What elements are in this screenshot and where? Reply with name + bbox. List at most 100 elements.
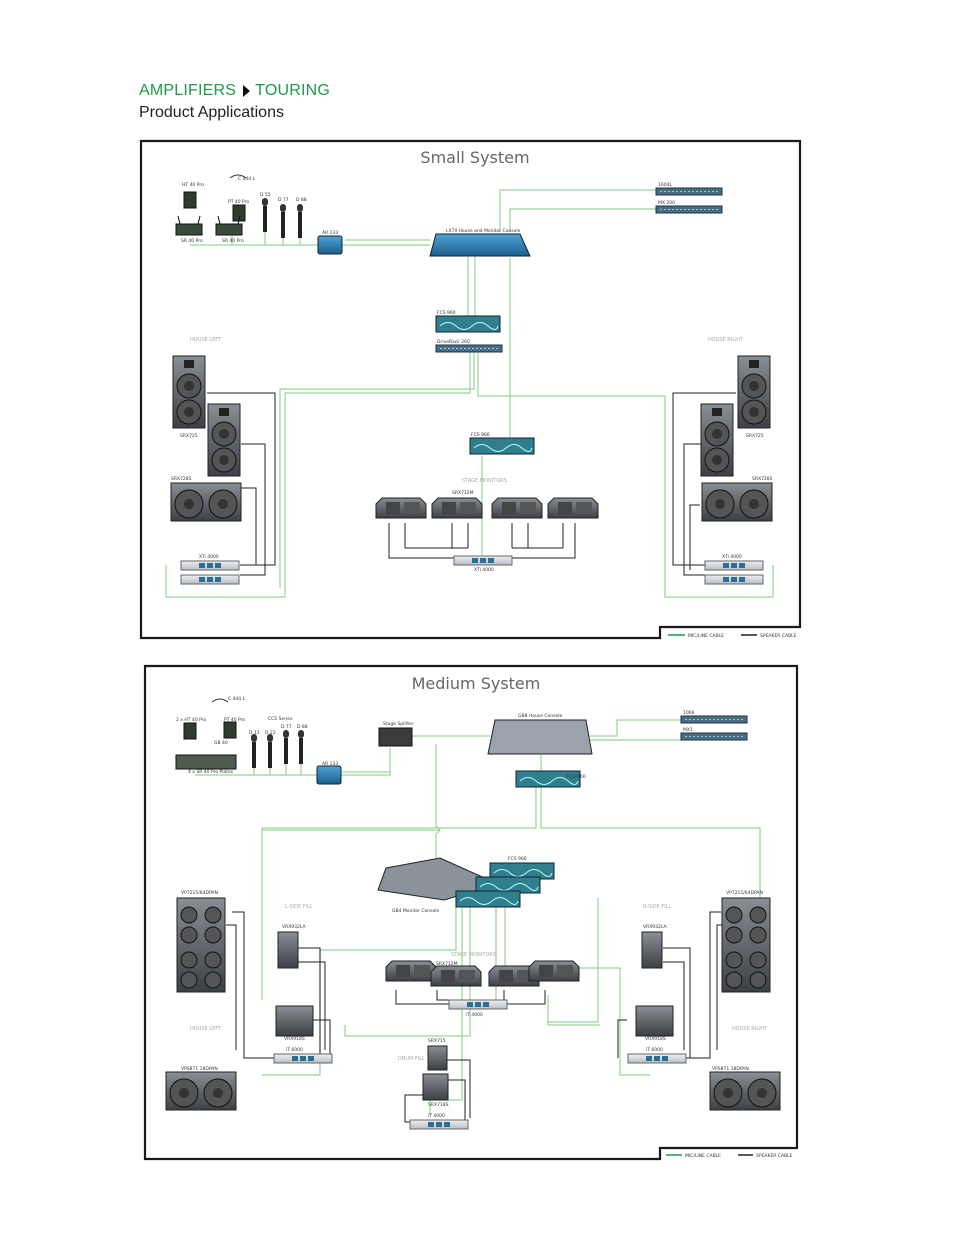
medium-mic-cables	[195, 719, 761, 1115]
medium-right-sub-icon	[709, 1071, 781, 1111]
medium-system-panel: Medium System	[143, 664, 799, 1161]
small-center-amp-icon	[453, 555, 513, 566]
medium-label-c444: C 444 L	[228, 696, 246, 702]
small-system-panel: Small System HT 40 Pro C 444 L PT 40 Pro	[139, 139, 802, 640]
small-label-driverack: DriveRack 260	[437, 339, 470, 345]
medium-label-vps-left: VPS871 18DPAN	[181, 1066, 218, 1072]
small-legend-speaker: SPEAKER CABLE	[760, 633, 797, 639]
small-label-console: LX7II House and Monitor Console	[446, 228, 521, 234]
small-label-mx200: MX 200	[658, 200, 675, 206]
medium-label-it6000-left: iT 6000	[286, 1047, 303, 1053]
medium-label-it4000b: iT 4000	[428, 1113, 445, 1119]
small-left-amp-2-icon	[180, 574, 240, 585]
small-label-c444: C 444 L	[238, 176, 256, 182]
breadcrumb-page[interactable]: TOURING	[255, 82, 331, 99]
small-monitor-wedge-4-icon	[547, 497, 599, 519]
small-left-amp-1-icon	[180, 560, 240, 571]
medium-label-it4000a: iT 4000	[466, 1012, 483, 1018]
medium-monitor-eq-3-icon	[455, 890, 521, 908]
small-right-amp-2-icon	[704, 574, 764, 585]
small-mixing-console-icon	[429, 233, 531, 257]
page-header: AMPLIFIERS TOURING Product Applications	[139, 82, 330, 122]
small-label-xti-center: XTi 4000	[474, 567, 494, 573]
medium-label-it6000-right: iT 6000	[646, 1047, 663, 1053]
medium-legend-speaker: SPEAKER CABLE	[756, 1153, 793, 1159]
medium-label-d22: D 22	[265, 730, 276, 736]
medium-label-house-left: HOUSE LEFT	[190, 1026, 222, 1032]
medium-label-sr40: 4 x SR 40 Pro Plates	[188, 769, 234, 775]
medium-label-stage-monitors: STAGE MONITORS	[451, 952, 496, 958]
small-fcs-eq-icon	[435, 315, 501, 333]
medium-di-box-icon	[316, 765, 342, 785]
small-monitor-wedge-2-icon	[431, 497, 483, 519]
small-monitor-eq-icon	[469, 437, 535, 455]
medium-label-console: GB8 House Console	[518, 713, 562, 719]
medium-label-d77: D 77	[281, 724, 292, 730]
small-label-d88: D 88	[296, 197, 307, 203]
small-label-stage-monitors: STAGE MONITORS	[462, 478, 507, 484]
medium-label-srx715: SRX715	[428, 1038, 446, 1044]
medium-label-rside: R-SIDE FILL	[643, 904, 671, 910]
medium-label-drum-fill: DRUM FILL	[398, 1056, 425, 1062]
small-rack-unit-1-icon	[655, 187, 723, 196]
small-headset-icon	[229, 174, 247, 179]
medium-right-sidefill-amp-icon	[627, 1053, 687, 1064]
small-label-d55: D 55	[260, 192, 271, 198]
medium-label-splitter: Stage Splitter	[383, 721, 414, 727]
medium-label-house-right: HOUSE RIGHT	[732, 1026, 768, 1032]
medium-label-ar133: AR 133	[322, 761, 338, 767]
medium-label-vrx-right: VRX932LA	[643, 924, 667, 930]
small-legend-mic: MIC/LINE CABLE	[688, 633, 724, 639]
small-label-srx712m: SRX712M	[452, 490, 474, 496]
small-right-mid-speaker-icon	[700, 403, 734, 477]
small-label-sr40a: SR 40 Pro	[181, 238, 203, 244]
medium-monitor-wedge-2-icon	[430, 965, 482, 987]
medium-monitor-amp-icon	[448, 999, 508, 1010]
medium-handheld-mic-icon	[183, 722, 197, 740]
medium-label-ccs: CCS Series	[268, 716, 293, 722]
small-label-1604: 1604L	[658, 182, 672, 188]
medium-label-vp-left: VP7215/64DPAN	[181, 890, 218, 896]
medium-right-sidefill-icon	[641, 931, 663, 969]
small-label-srx725-right: SRX725	[746, 433, 764, 439]
small-system-title: Small System	[420, 148, 529, 167]
small-label-fcs960a: FCS 960	[437, 310, 456, 316]
small-left-mid-speaker-icon	[207, 403, 241, 477]
small-label-srx728-left: SRX728S	[171, 476, 192, 482]
medium-left-sidefill-sub-icon	[275, 1005, 314, 1037]
medium-label-rack2: MX1	[683, 727, 693, 733]
page-subtitle: Product Applications	[139, 104, 284, 121]
medium-left-sidefill-icon	[277, 931, 299, 969]
small-label-srx728-right: SRX728S	[752, 476, 773, 482]
medium-house-right-array	[721, 897, 771, 993]
medium-label-d88: D 88	[297, 724, 308, 730]
medium-headset-icon	[211, 698, 229, 703]
medium-label-vps-right: VPS871 18DPAN	[712, 1066, 749, 1072]
medium-label-vrx-left: VRX932LA	[282, 924, 306, 930]
medium-monitor-wedge-4-icon	[528, 960, 580, 982]
medium-label-ht40: 2 x HT 40 Pro	[176, 717, 206, 723]
medium-left-sidefill-amp-icon	[273, 1053, 333, 1064]
small-label-ar133: AR 133	[322, 230, 338, 236]
medium-legend: MIC/LINE CABLE SPEAKER CABLE	[666, 1153, 793, 1159]
medium-drumfill-amp-icon	[409, 1119, 469, 1130]
small-monitor-wedge-1-icon	[375, 497, 427, 519]
medium-monitor-wedge-1-icon	[385, 960, 437, 982]
small-left-top-speaker-icon	[172, 355, 206, 429]
small-driverack-icon	[435, 344, 503, 353]
breadcrumb-section[interactable]: AMPLIFIERS	[139, 82, 237, 99]
medium-drumfill-sub-icon	[422, 1073, 449, 1101]
medium-label-fcs960b: FCS 966	[508, 856, 527, 862]
medium-right-sidefill-sub-icon	[635, 1005, 674, 1037]
small-label-fcs960b: FCS 966	[471, 432, 490, 438]
medium-bodypack-icon	[223, 721, 237, 739]
medium-label-vrx918-left: VRX918S	[284, 1036, 305, 1042]
medium-label-pt40: PT 40 Pro	[224, 717, 245, 723]
medium-rack-unit-1-icon	[680, 715, 748, 724]
medium-rack-unit-2-icon	[680, 732, 748, 741]
small-mic-cables	[165, 189, 774, 598]
small-label-house-right: HOUSE RIGHT	[708, 337, 744, 343]
small-handheld-mic-icon	[183, 191, 197, 209]
medium-house-console-icon	[487, 719, 593, 755]
